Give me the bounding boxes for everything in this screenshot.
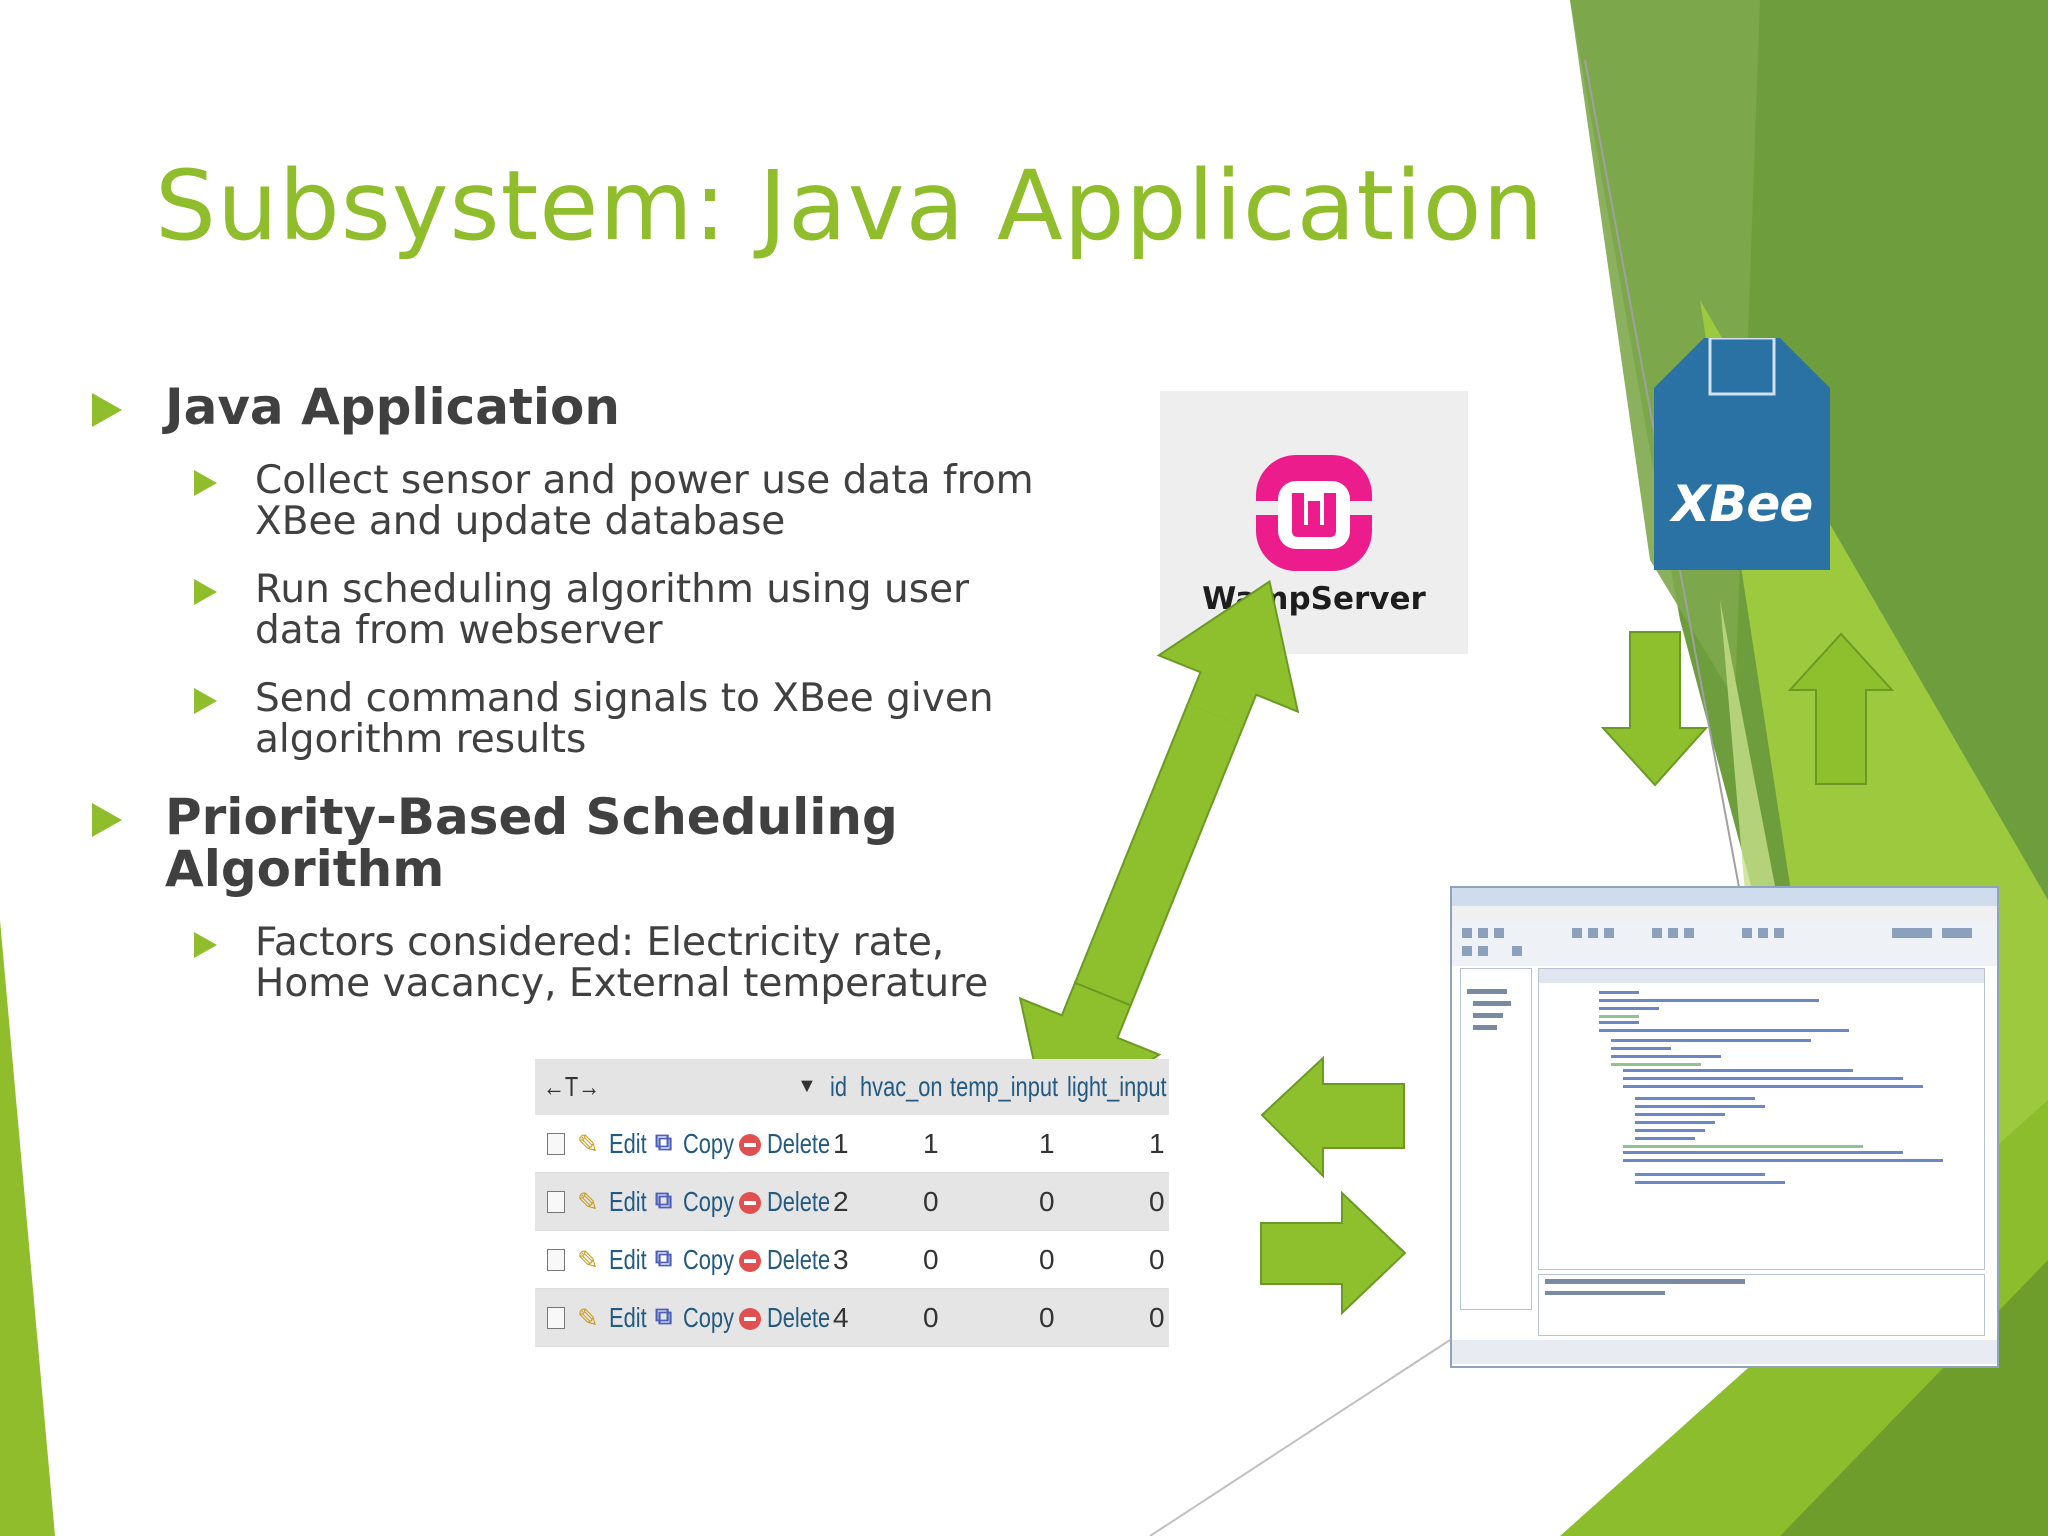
cell-id: 1 — [833, 1128, 849, 1159]
cell-temp-input: 0 — [1039, 1244, 1055, 1275]
delete-link[interactable]: Delete — [767, 1186, 831, 1217]
bg-shape-left — [0, 920, 55, 1536]
bullet-arrow-icon — [92, 803, 122, 837]
ide-toolbar — [1452, 922, 1997, 966]
table-row: ✎ Edit ⧉ Copy Delete 4 0 0 0 — [535, 1289, 1169, 1347]
sub-bullet-arrow-icon — [194, 579, 217, 605]
bullet-factors-considered: Factors considered: Electricity rate, Ho… — [255, 920, 989, 1006]
bullet-run-scheduling: Run scheduling algorithm using user data… — [255, 567, 970, 653]
edit-link[interactable]: Edit — [609, 1186, 647, 1217]
cell-hvac-on: 1 — [923, 1128, 939, 1159]
row-checkbox[interactable] — [547, 1133, 565, 1155]
cell-light-input: 1 — [1149, 1128, 1165, 1159]
ide-console-lines — [1545, 1279, 1745, 1295]
ide-editor-tabs — [1539, 969, 1984, 983]
edit-link[interactable]: Edit — [609, 1244, 647, 1275]
edit-link[interactable]: Edit — [609, 1128, 647, 1159]
bullet-priority-scheduling: Priority-Based Scheduling Algorithm — [165, 788, 898, 898]
sort-indicator-icon[interactable]: ▼ — [797, 1075, 817, 1097]
column-header-id[interactable]: id — [830, 1071, 848, 1102]
delete-icon[interactable] — [739, 1192, 761, 1214]
arrow-down-icon — [1600, 631, 1709, 787]
sub-bullet-arrow-icon — [194, 688, 217, 714]
cell-light-input: 0 — [1149, 1186, 1165, 1217]
column-nav-arrows[interactable]: ←T→ — [543, 1071, 601, 1102]
cell-temp-input: 0 — [1039, 1302, 1055, 1333]
copy-icon[interactable]: ⧉ — [655, 1187, 673, 1214]
cell-hvac-on: 0 — [923, 1186, 939, 1217]
table-header: ←T→ ▼ id hvac_on temp_input light_input — [535, 1059, 1169, 1116]
arrow-up-icon — [1787, 632, 1895, 785]
ide-code-lines — [1599, 991, 1943, 1184]
sub-bullet-arrow-icon — [194, 932, 217, 958]
copy-icon[interactable]: ⧉ — [655, 1129, 673, 1156]
delete-link[interactable]: Delete — [767, 1128, 831, 1159]
copy-link[interactable]: Copy — [683, 1128, 734, 1159]
column-header-light-input[interactable]: light_input — [1067, 1071, 1167, 1102]
ide-status-bar — [1452, 1340, 1997, 1364]
sub-bullet-arrow-icon — [194, 470, 217, 496]
database-table: ←T→ ▼ id hvac_on temp_input light_input … — [535, 1059, 1169, 1349]
table-row: ✎ Edit ⧉ Copy Delete 2 0 0 0 — [535, 1173, 1169, 1231]
cell-id: 2 — [833, 1186, 849, 1217]
ide-tree-lines — [1467, 989, 1511, 1030]
wampserver-logo: WampServer — [1160, 391, 1468, 654]
copy-link[interactable]: Copy — [683, 1186, 734, 1217]
eclipse-ide-screenshot — [1450, 886, 1999, 1368]
copy-icon[interactable]: ⧉ — [655, 1245, 673, 1272]
column-header-temp-input[interactable]: temp_input — [950, 1071, 1059, 1102]
wampserver-icon — [1252, 455, 1376, 571]
edit-pencil-icon[interactable]: ✎ — [577, 1245, 599, 1275]
cell-temp-input: 0 — [1039, 1186, 1055, 1217]
cell-hvac-on: 0 — [923, 1244, 939, 1275]
arrow-left-icon — [1260, 1055, 1405, 1179]
row-checkbox[interactable] — [547, 1249, 565, 1271]
arrow-right-icon — [1260, 1190, 1407, 1316]
delete-icon[interactable] — [739, 1134, 761, 1156]
column-header-hvac-on[interactable]: hvac_on — [860, 1071, 943, 1102]
cell-temp-input: 1 — [1039, 1128, 1055, 1159]
bullet-arrow-icon — [92, 393, 122, 427]
delete-icon[interactable] — [739, 1308, 761, 1330]
cell-hvac-on: 0 — [923, 1302, 939, 1333]
xbee-module-icon — [1654, 338, 1830, 570]
cell-id: 4 — [833, 1302, 849, 1333]
delete-link[interactable]: Delete — [767, 1302, 831, 1333]
ide-code-editor — [1538, 968, 1985, 1270]
edit-pencil-icon[interactable]: ✎ — [577, 1303, 599, 1333]
row-checkbox[interactable] — [547, 1191, 565, 1213]
ide-toolbar-icons — [1462, 928, 1972, 956]
xbee-label: XBee — [1671, 475, 1813, 533]
slide-title: Subsystem: Java Application — [155, 150, 1545, 262]
bg-thin-line-2 — [1149, 1339, 1451, 1536]
row-checkbox[interactable] — [547, 1307, 565, 1329]
table-row: ✎ Edit ⧉ Copy Delete 1 1 1 1 — [535, 1115, 1169, 1173]
copy-icon[interactable]: ⧉ — [655, 1303, 673, 1330]
copy-link[interactable]: Copy — [683, 1244, 734, 1275]
bullet-collect-sensor-data: Collect sensor and power use data from X… — [255, 458, 1034, 544]
ide-menu-bar — [1452, 906, 1997, 922]
ide-console-panel — [1538, 1274, 1985, 1336]
edit-pencil-icon[interactable]: ✎ — [577, 1129, 599, 1159]
bullet-java-application: Java Application — [165, 378, 621, 436]
ide-package-explorer — [1460, 968, 1532, 1310]
copy-link[interactable]: Copy — [683, 1302, 734, 1333]
edit-link[interactable]: Edit — [609, 1302, 647, 1333]
delete-link[interactable]: Delete — [767, 1244, 831, 1275]
bullet-send-command: Send command signals to XBee given algor… — [255, 676, 994, 762]
cell-light-input: 0 — [1149, 1302, 1165, 1333]
ide-title-bar — [1452, 888, 1997, 906]
cell-id: 3 — [833, 1244, 849, 1275]
edit-pencil-icon[interactable]: ✎ — [577, 1187, 599, 1217]
cell-light-input: 0 — [1149, 1244, 1165, 1275]
table-row: ✎ Edit ⧉ Copy Delete 3 0 0 0 — [535, 1231, 1169, 1289]
delete-icon[interactable] — [739, 1250, 761, 1272]
